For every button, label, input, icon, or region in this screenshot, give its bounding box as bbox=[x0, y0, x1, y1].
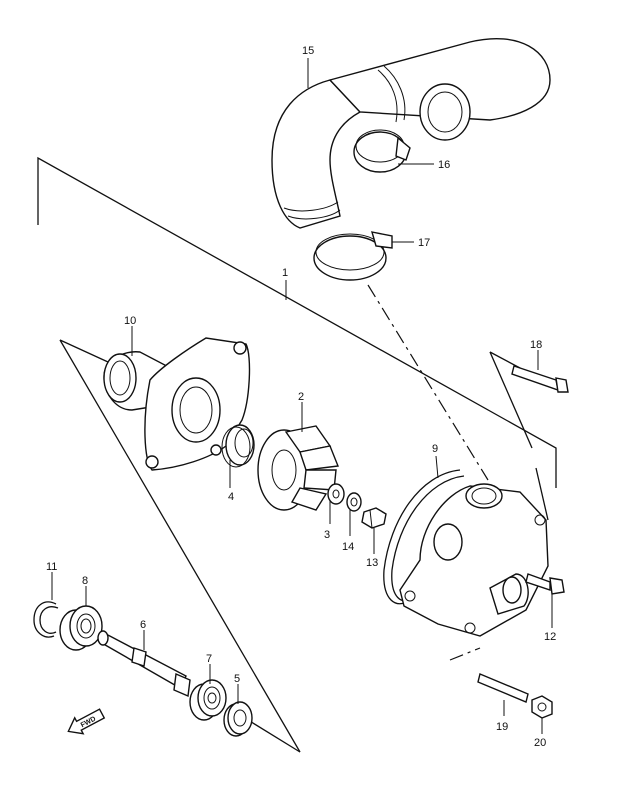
o-ring-9 bbox=[383, 469, 465, 605]
bolt-13 bbox=[361, 507, 387, 529]
oil-seal-5 bbox=[223, 701, 253, 737]
circlip-11 bbox=[33, 601, 59, 638]
callout-8: 8 bbox=[82, 575, 88, 587]
mechanical-seal-4 bbox=[221, 424, 255, 468]
callout-7: 7 bbox=[206, 653, 212, 665]
bolt-12 bbox=[525, 573, 565, 595]
callout-11: 11 bbox=[46, 561, 57, 573]
stud-bolt-19 bbox=[477, 673, 529, 703]
callout-2: 2 bbox=[298, 391, 304, 403]
callout-4: 4 bbox=[228, 491, 234, 503]
impeller-2 bbox=[257, 425, 339, 511]
callout-15: 15 bbox=[302, 45, 314, 57]
leader-lines bbox=[51, 58, 553, 734]
callout-16: 16 bbox=[438, 159, 450, 171]
bolt-18 bbox=[511, 365, 569, 393]
assembly-outline bbox=[37, 156, 557, 753]
callout-6: 6 bbox=[140, 619, 146, 631]
callout-12: 12 bbox=[544, 631, 556, 643]
callout-1: 1 bbox=[282, 267, 288, 279]
shaft-6 bbox=[97, 630, 191, 698]
callout-5: 5 bbox=[234, 673, 240, 685]
callout-labels: 15 16 17 1 10 2 4 3 14 13 9 18 12 19 20 … bbox=[46, 45, 556, 749]
clamp-16 bbox=[353, 129, 411, 173]
washer-3 bbox=[327, 483, 345, 505]
callout-3: 3 bbox=[324, 529, 330, 541]
callout-17: 17 bbox=[418, 237, 430, 249]
clamp-17 bbox=[313, 231, 393, 281]
callout-10: 10 bbox=[124, 315, 136, 327]
callout-13: 13 bbox=[366, 557, 378, 569]
bearing-7 bbox=[189, 679, 227, 721]
hose-15 bbox=[271, 37, 551, 229]
fwd-arrow-icon: FWD bbox=[67, 708, 106, 735]
pump-cover bbox=[399, 483, 549, 637]
center-line-stud bbox=[449, 647, 481, 661]
callout-14: 14 bbox=[342, 541, 354, 553]
nut-20 bbox=[531, 695, 553, 719]
washer-14 bbox=[346, 492, 362, 512]
callout-20: 20 bbox=[534, 737, 546, 749]
callout-9: 9 bbox=[432, 443, 438, 455]
center-line-hose bbox=[367, 284, 489, 481]
callout-19: 19 bbox=[496, 721, 508, 733]
callout-18: 18 bbox=[530, 339, 542, 351]
bearing-8 bbox=[59, 605, 103, 651]
